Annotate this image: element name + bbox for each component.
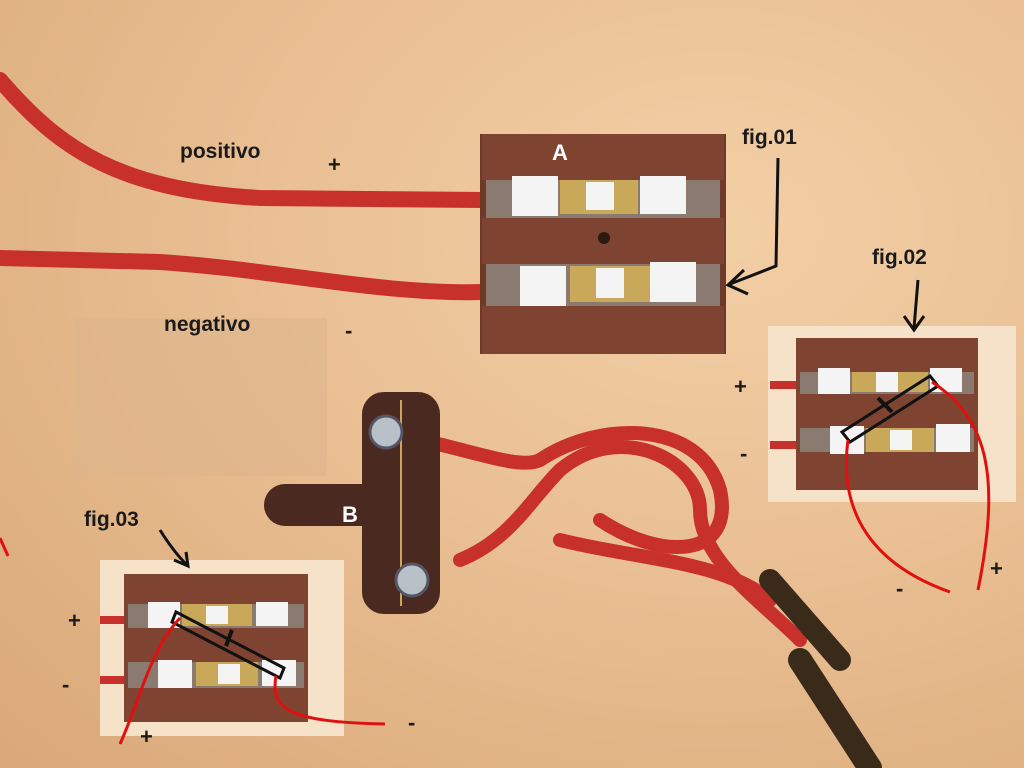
sign-minus-main: -: [345, 318, 353, 343]
label-positivo: positivo: [180, 140, 261, 163]
fig03-sign-plus-left: +: [68, 608, 81, 633]
fig02-sign-plus-left: +: [734, 374, 747, 399]
fig02-sign-minus-bottom: -: [896, 576, 904, 601]
label-negativo: negativo: [164, 313, 251, 336]
faded-patch: [75, 318, 327, 476]
fig01-arrowhead: [725, 268, 749, 296]
label-fig03: fig.03: [84, 508, 139, 531]
fig03-board: [100, 574, 386, 745]
label-fig01: fig.01: [742, 126, 797, 149]
fig02-sign-plus-right: +: [990, 556, 1003, 581]
board-a: [480, 134, 726, 354]
fig03-arrow: [158, 529, 188, 566]
fig03-sign-plus-bottom: +: [140, 724, 153, 749]
fig03-sign-minus-right: -: [408, 710, 416, 735]
wire-negative: [0, 250, 493, 301]
wire-positive: [0, 72, 493, 208]
label-b: B: [342, 502, 358, 527]
sign-plus-main: +: [328, 152, 341, 177]
fig02-sign-minus-left: -: [740, 441, 748, 466]
stray-red-line: [0, 537, 10, 557]
label-fig02: fig.02: [872, 246, 927, 269]
fig02-board: [770, 338, 991, 594]
fig03-arrowhead: [173, 551, 190, 569]
label-a: A: [552, 140, 568, 165]
fig02-arrow: [912, 279, 920, 329]
fig01-arrow: [729, 157, 780, 286]
connector-b: [264, 392, 882, 768]
fig02-arrowhead: [902, 315, 926, 333]
fig03-sign-minus-left: -: [62, 672, 70, 697]
